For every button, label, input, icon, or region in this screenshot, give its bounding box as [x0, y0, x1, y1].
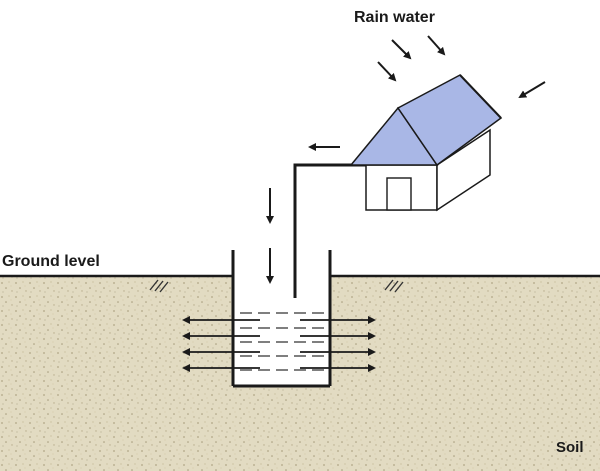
- infiltration-arrows-left: [182, 316, 260, 372]
- grass-tuft-left: [149, 279, 169, 293]
- soil-label: Soil: [556, 439, 584, 456]
- rain-arrow-1: [391, 39, 412, 60]
- rain-arrow-3: [377, 61, 397, 82]
- rain-arrow-2: [427, 35, 446, 56]
- down-pipe: [293, 163, 366, 298]
- house-door: [386, 177, 412, 211]
- ground-level-label: Ground level: [2, 253, 100, 270]
- rain-arrows: [377, 35, 546, 99]
- infiltration-arrows-right: [300, 316, 376, 372]
- house: [349, 74, 503, 212]
- water-level-lines: [240, 312, 324, 371]
- rain-water-label: Rain water: [354, 9, 435, 26]
- recharge-well: [231, 250, 332, 388]
- rain-arrow-4: [518, 81, 546, 99]
- grass-tuft-right: [384, 279, 404, 293]
